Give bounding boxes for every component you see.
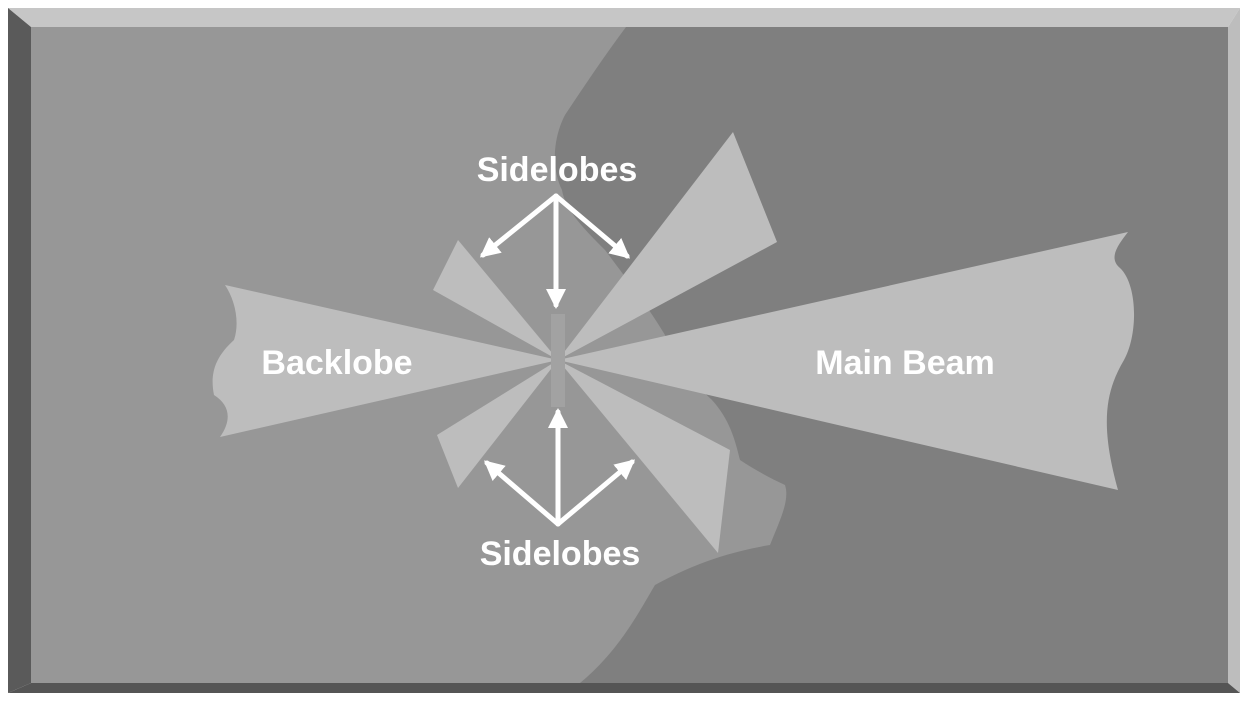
top-arrow-left xyxy=(479,193,559,258)
sidelobe-upper-right xyxy=(558,132,777,360)
sidelobes-top-label: Sidelobes xyxy=(477,151,638,189)
bevel-frame xyxy=(8,8,1240,693)
top-arrow-right xyxy=(553,193,631,259)
frame-right-bevel xyxy=(1228,8,1240,693)
main-beam-label: Main Beam xyxy=(815,344,995,382)
bottom-arrow-left xyxy=(483,460,561,527)
frame-bottom-bevel xyxy=(8,683,1240,693)
backlobe xyxy=(212,285,558,437)
bottom-arrow-right xyxy=(555,459,636,527)
backlobe-label: Backlobe xyxy=(261,344,412,382)
radiation-lobes xyxy=(212,132,1135,553)
sidelobe-lower-left xyxy=(437,360,558,488)
sidelobe-arrows xyxy=(479,193,636,527)
sidelobe-lower-right xyxy=(558,360,730,553)
frame-top-bevel xyxy=(8,8,1240,27)
sidelobe-upper-left xyxy=(433,240,558,360)
main-beam-lobe xyxy=(558,232,1135,490)
antenna-element xyxy=(551,314,565,407)
sidelobes-bottom-label: Sidelobes xyxy=(480,535,641,573)
frame-left-bevel xyxy=(8,8,31,693)
